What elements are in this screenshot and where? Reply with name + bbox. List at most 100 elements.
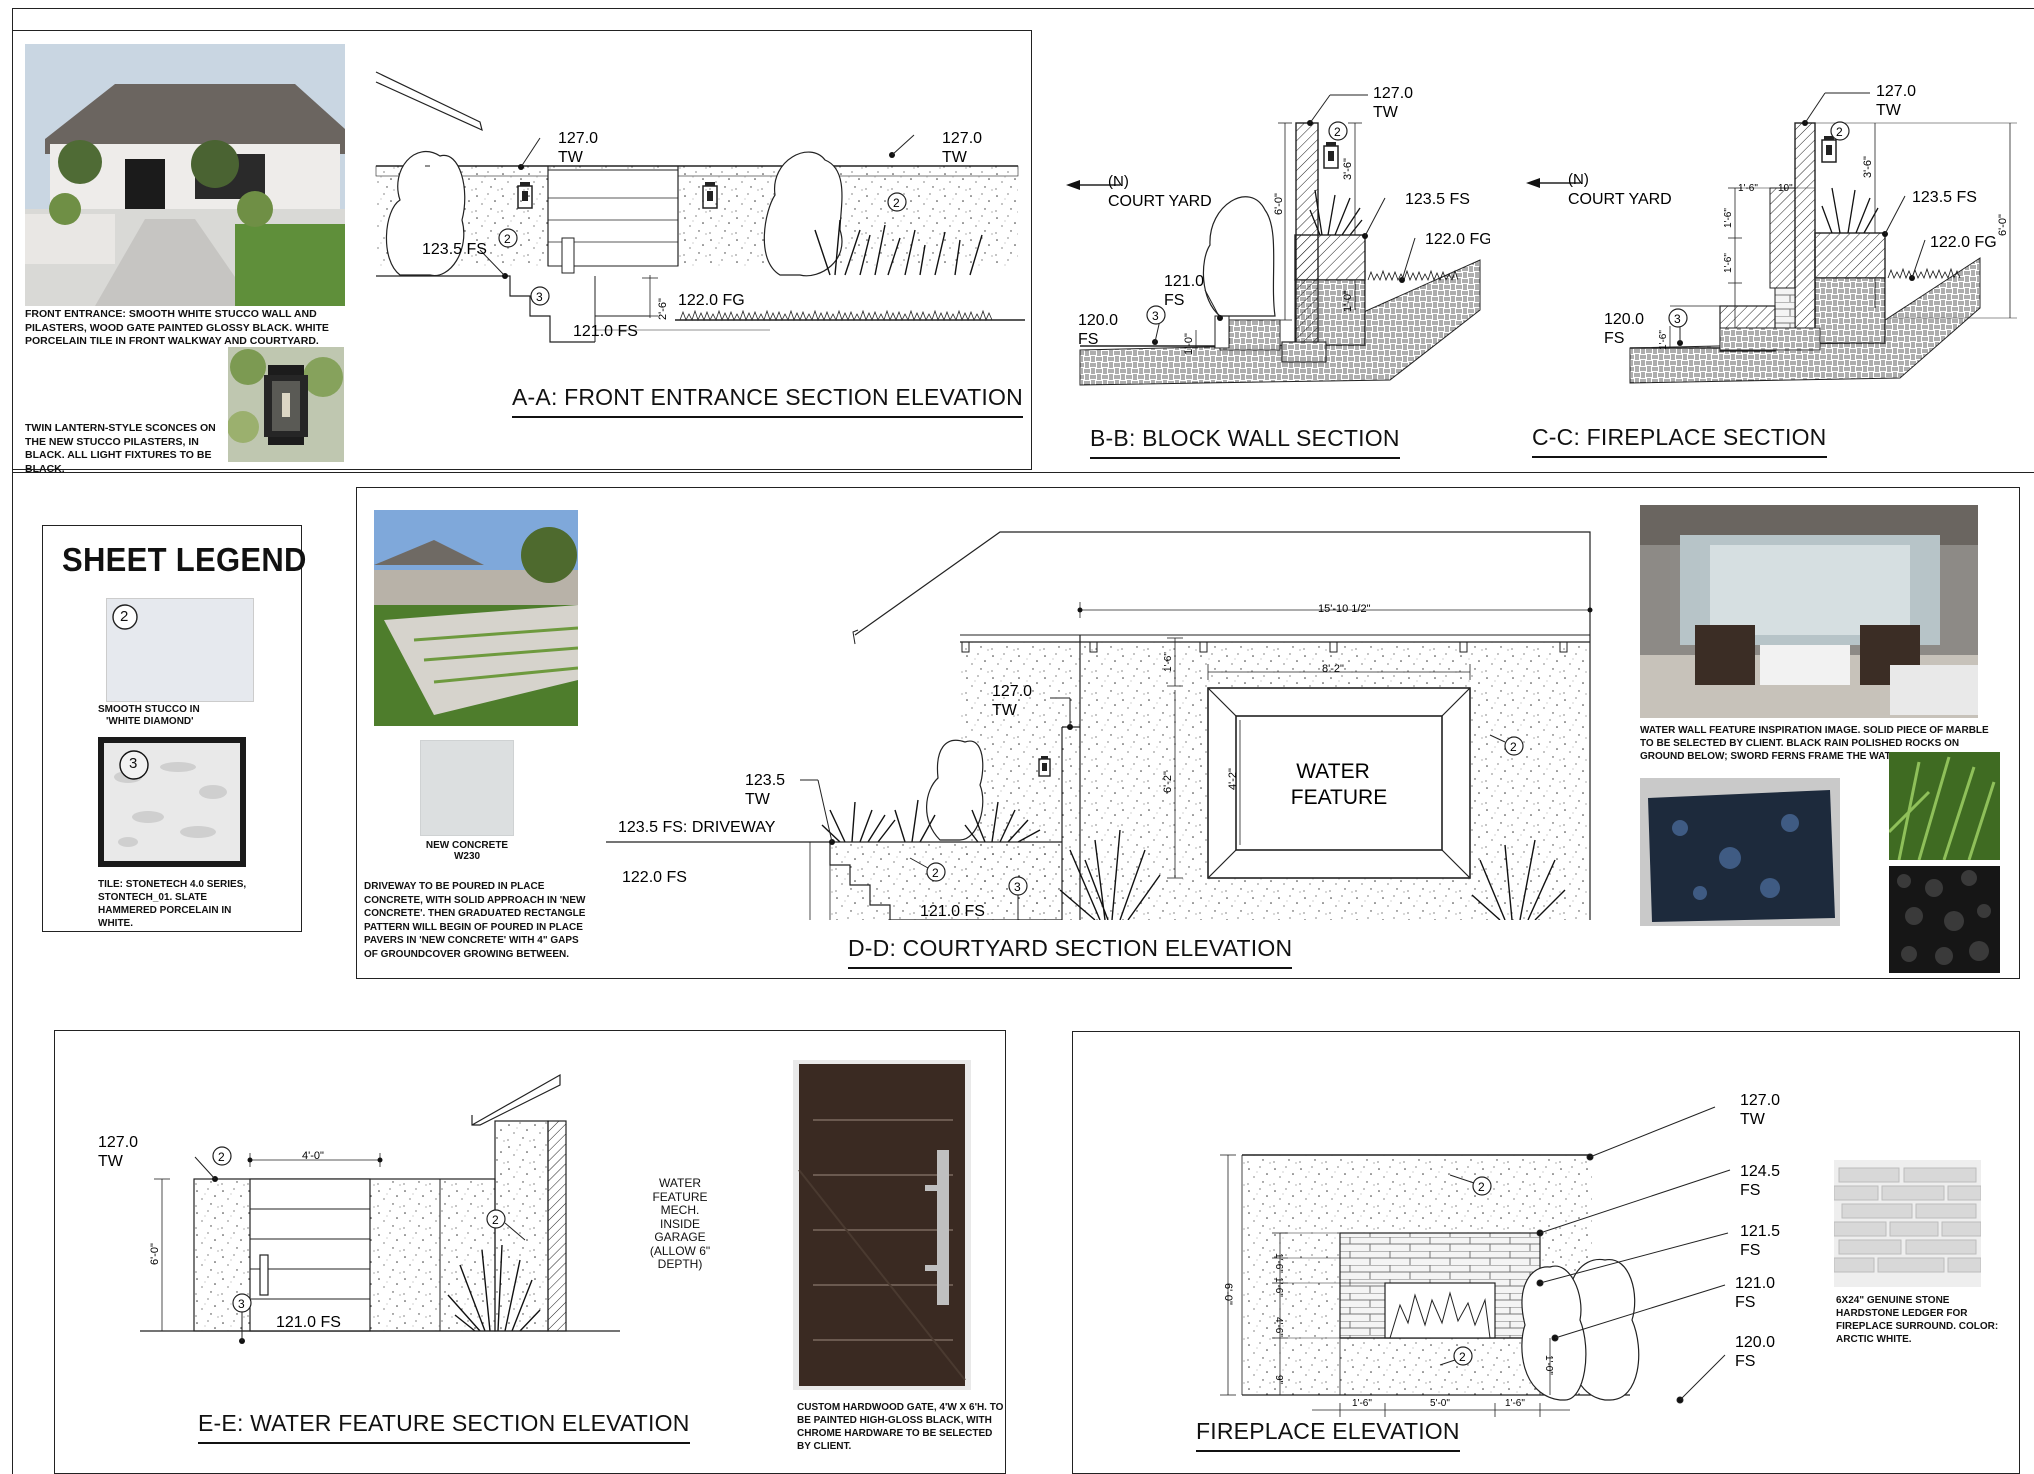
- concrete-caption-2: W230: [453, 851, 481, 862]
- dd-dim-16: 1'-6": [1163, 652, 1174, 672]
- ee-tw-elev: 127.0: [98, 1134, 138, 1151]
- bb-tag-2: 2: [1334, 125, 1341, 139]
- sheet-legend-title: SHEET LEGEND: [62, 540, 307, 579]
- fireplace-drawing: 127.0 TW 124.5 FS 121.5 FS 121.0 FS 120.…: [1220, 1092, 1780, 1417]
- section-dd-drawing: WATER FEATURE 127.0 TW 123.5 TW 123.5 FS…: [606, 531, 1593, 920]
- ee-tag-2a: 2: [218, 1150, 225, 1164]
- cc-dim-60: 6'-0": [1997, 214, 2009, 236]
- aa-tw-right-elev: 127.0: [942, 130, 982, 147]
- tile-note: TILE: STONETECH 4.0 SERIES, STONTECH_01.…: [98, 879, 247, 929]
- aa-tw-right-label: TW: [942, 149, 968, 166]
- cc-dim-16a: 1'-6": [1723, 208, 1734, 228]
- fp-dim-50: 5'-0": [1430, 1398, 1450, 1409]
- dd-dim-42: 4'-2": [1227, 768, 1239, 790]
- stone-ledger-photo: [1834, 1160, 1981, 1287]
- aa-fg-122: 122.0 FG: [678, 292, 745, 309]
- fp-fs-1215-elev: 121.5: [1740, 1223, 1780, 1240]
- fp-fs-121-elev: 121.0: [1735, 1275, 1775, 1292]
- fp-dim-16a: 1'-6": [1273, 1253, 1284, 1273]
- section-cc-drawing: (N) COURT YARD 127.0 TW 123.5 FS 122.0 F…: [1526, 83, 2017, 384]
- bb-fg-122: 122.0 FG: [1425, 231, 1490, 248]
- cc-dim-16c: 1'-6": [1658, 330, 1669, 350]
- section-cc-title: C-C: FIREPLACE SECTION: [1532, 424, 1827, 458]
- stone-ledger-note: 6x24" GENUINE STONE HARDSTONE LEDGER FOR…: [1836, 1295, 1999, 1345]
- cc-dim-16b: 1'-6": [1723, 253, 1734, 273]
- ee-mech-line-5: (ALLOW 6": [649, 1243, 711, 1258]
- aa-fs-121: 121.0 FS: [573, 323, 638, 340]
- ee-dim-40: 4'-0": [302, 1150, 324, 1162]
- fp-dim-16b: 1'-6": [1273, 1277, 1284, 1297]
- section-bb-title: B-B: BLOCK WALL SECTION: [1090, 425, 1400, 459]
- water-feature-label-2: FEATURE: [1291, 786, 1387, 809]
- front-entrance-photo: [25, 44, 345, 306]
- sheet-legend-panel: [42, 525, 302, 932]
- aa-tag-3: 3: [536, 290, 543, 304]
- marble-photo: [1640, 778, 1840, 926]
- section-ee-title: E-E: WATER FEATURE SECTION ELEVATION: [198, 1410, 690, 1444]
- dd-dim-62: 6'-2": [1162, 771, 1174, 793]
- cc-dim-10in: 10": [1778, 183, 1793, 194]
- aa-tw-left-elev: 127.0: [558, 130, 598, 147]
- section-ee-drawing: 127.0 TW 121.0 FS 4'-0" 6'-0" 2 2 3 WATE…: [98, 1073, 620, 1344]
- dd-tag-2a: 2: [932, 866, 939, 880]
- aa-tw-left-label: TW: [558, 149, 584, 166]
- section-bb-drawing: (N) COURT YARD 127.0 TW 123.5 FS 122.0 F…: [1066, 85, 1490, 386]
- cc-tw-label: TW: [1876, 102, 1902, 119]
- ee-mech-line-3: MECH. INSIDE: [659, 1203, 700, 1231]
- fp-tw-label: TW: [1740, 1111, 1766, 1128]
- tile-swatch: 3: [98, 737, 246, 867]
- sconce-note: TWIN LANTERN-STYLE SCONCES ON THE NEW ST…: [25, 422, 216, 475]
- fp-dim-60: 6'-0": [1222, 1283, 1234, 1305]
- fp-fs-1215-label: FS: [1740, 1242, 1760, 1259]
- fp-fs-1245-elev: 124.5: [1740, 1163, 1780, 1180]
- section-dd-panel: [356, 487, 2020, 979]
- dd-fs-driveway: 123.5 FS: DRIVEWAY: [618, 819, 776, 836]
- ee-dim-60: 6'-0": [149, 1243, 161, 1265]
- aa-dim-26: 2'-6": [657, 298, 669, 320]
- water-feature-label-1: WATER: [1296, 760, 1370, 783]
- water-wall-note: WATER WALL FEATURE INSPIRATION IMAGE. SO…: [1640, 725, 1989, 762]
- dd-tw-1235-elev: 123.5: [745, 772, 785, 789]
- tile-tag: 3: [129, 755, 138, 772]
- dd-tw-elev: 127.0: [992, 683, 1032, 700]
- ee-mech-line-4: GARAGE: [654, 1230, 706, 1244]
- ee-mech-note: WATER FEATURE MECH. INSIDE GARAGE (ALLOW…: [640, 1176, 720, 1272]
- bb-dim-36: 3'-6": [1342, 158, 1354, 180]
- hardwood-gate-photo: [793, 1060, 971, 1390]
- aa-tag-2b: 2: [893, 196, 900, 210]
- stucco-caption-2: 'WHITE DIAMOND': [106, 716, 194, 727]
- cc-fg-122: 122.0 FG: [1930, 234, 1997, 251]
- driveway-photo: [374, 510, 578, 726]
- fp-tw-elev: 127.0: [1740, 1092, 1780, 1109]
- bb-tag-3: 3: [1152, 309, 1159, 323]
- fp-fs-1245-label: FS: [1740, 1182, 1760, 1199]
- gate-note: CUSTOM HARDWOOD GATE, 4'W x 6'H. TO BE P…: [797, 1402, 1004, 1452]
- sconce-photo: [228, 347, 344, 462]
- cc-dim-36: 3'-6": [1862, 156, 1874, 178]
- dd-dim-width: 15'-10 1/2": [1318, 603, 1371, 615]
- cc-fs-120-elev: 120.0: [1604, 311, 1644, 328]
- ee-tag-2b: 2: [492, 1213, 499, 1227]
- fp-fs-121-label: FS: [1735, 1294, 1755, 1311]
- fp-tag-2b: 2: [1459, 1350, 1466, 1364]
- sword-fern-photo: [1889, 752, 2000, 860]
- fp-dim-10: 1'-0": [1543, 1355, 1554, 1375]
- bb-court: COURT YARD: [1108, 193, 1212, 210]
- section-aa-drawing: 127.0 TW 127.0 TW 123.5 FS 122.0 FG 121.…: [375, 71, 1025, 343]
- bb-fs-1235: 123.5 FS: [1405, 191, 1470, 208]
- ee-mech-line-6: DEPTH): [657, 1257, 703, 1271]
- driveway-note: DRIVEWAY TO BE POURED IN PLACE CONCRETE,…: [364, 881, 586, 960]
- front-entrance-note: FRONT ENTRANCE: SMOOTH WHITE STUCCO WALL…: [25, 308, 329, 347]
- fp-dim-9: 9": [1273, 1375, 1284, 1385]
- sheet-row-divider: [12, 472, 2034, 473]
- fp-dim-46: 4'-6": [1273, 1317, 1284, 1337]
- sheet-top-rule: [12, 8, 2034, 9]
- cc-tw-elev: 127.0: [1876, 83, 1916, 100]
- cc-tag-2: 2: [1836, 125, 1843, 139]
- bb-dim-10: 1'-0": [1342, 290, 1354, 312]
- stucco-caption-1: SMOOTH STUCCO IN: [98, 704, 200, 715]
- bb-tw-elev: 127.0: [1373, 85, 1413, 102]
- ee-tag-3: 3: [238, 1297, 245, 1311]
- concrete-caption-1: NEW CONCRETE: [425, 840, 509, 851]
